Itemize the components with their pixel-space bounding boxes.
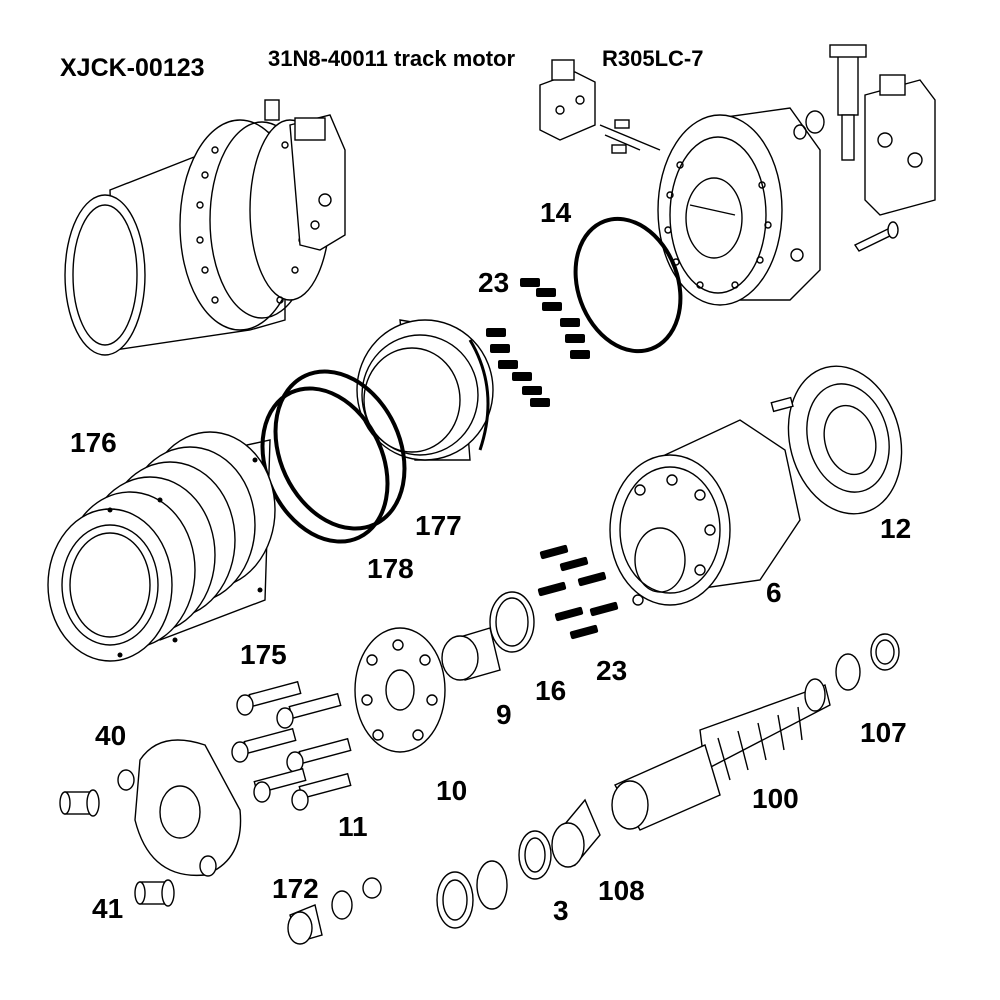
ball-guide-9 bbox=[441, 627, 501, 681]
bearing-107 bbox=[835, 633, 900, 691]
diagram-code: XJCK-00123 bbox=[60, 54, 205, 82]
collar-3 bbox=[518, 830, 552, 880]
callout-108: 108 bbox=[598, 875, 645, 906]
callout-3: 3 bbox=[553, 895, 569, 926]
spacer-ring-16 bbox=[489, 591, 535, 653]
valve-plate-12 bbox=[770, 365, 903, 515]
check-valve-assembly bbox=[539, 59, 661, 154]
retainer-plate-10 bbox=[354, 627, 446, 753]
cylinder-block-6 bbox=[609, 419, 801, 606]
callout-9: 9 bbox=[496, 699, 512, 730]
friction-plate-pack bbox=[47, 431, 276, 662]
callout-23-upper: 23 bbox=[478, 267, 509, 298]
bearing-108 bbox=[551, 798, 601, 868]
callout-177: 177 bbox=[415, 510, 462, 541]
callout-11: 11 bbox=[338, 811, 368, 842]
spring-set-upper-23 bbox=[486, 278, 590, 407]
callout-23-lower: 23 bbox=[596, 655, 627, 686]
pivot-pin-40 bbox=[59, 789, 100, 817]
swash-plate bbox=[117, 739, 242, 877]
piston-set-11 bbox=[231, 680, 352, 811]
callout-176: 176 bbox=[70, 427, 117, 458]
o-ring-14 bbox=[573, 216, 683, 354]
callout-6: 6 bbox=[766, 577, 782, 608]
callout-107: 107 bbox=[860, 717, 907, 748]
assembled-track-motor bbox=[64, 99, 346, 356]
motor-housing-assembly bbox=[657, 44, 936, 306]
snap-ring bbox=[476, 860, 508, 910]
callout-41: 41 bbox=[92, 893, 123, 924]
spring-set-lower-23 bbox=[537, 544, 619, 640]
callout-178: 178 bbox=[367, 553, 414, 584]
callout-40: 40 bbox=[95, 720, 126, 751]
callout-10: 10 bbox=[436, 775, 467, 806]
brake-piston bbox=[356, 319, 494, 461]
part-description: 31N8-40011 track motor bbox=[268, 46, 515, 71]
callout-12: 12 bbox=[880, 513, 911, 544]
callout-labels: 14 23 176 177 178 12 6 175 23 16 9 40 10… bbox=[70, 197, 911, 926]
pivot-pin-41 bbox=[134, 879, 175, 907]
callout-16: 16 bbox=[535, 675, 566, 706]
callout-175: 175 bbox=[240, 639, 287, 670]
callout-100: 100 bbox=[752, 783, 799, 814]
callout-14: 14 bbox=[540, 197, 572, 228]
callout-172: 172 bbox=[272, 873, 319, 904]
plug-172 bbox=[287, 877, 382, 945]
drive-shaft-100 bbox=[611, 678, 831, 831]
machine-model: R305LC-7 bbox=[602, 46, 703, 71]
